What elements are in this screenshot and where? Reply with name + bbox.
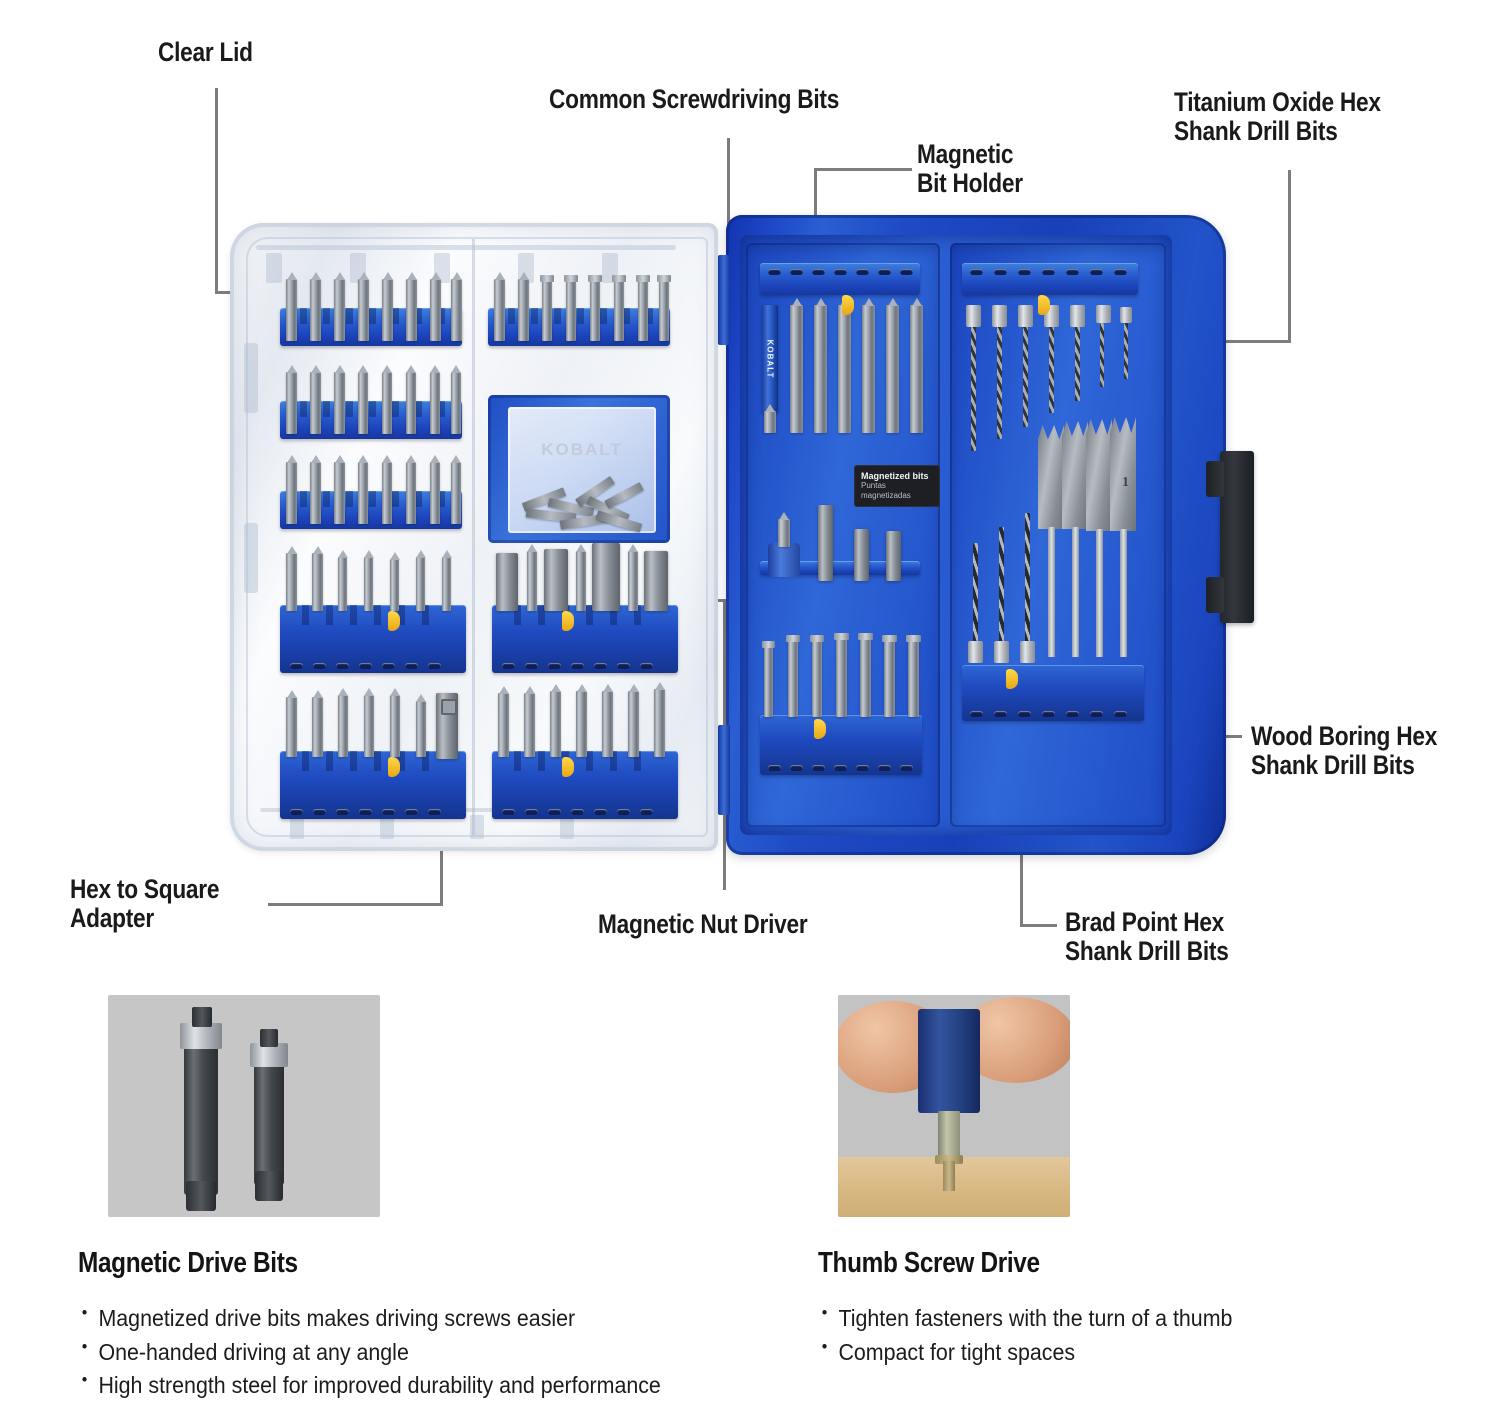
brad-point-drill-bit bbox=[999, 527, 1004, 643]
holder-rail-mid-left bbox=[760, 561, 920, 575]
feature-title-thumb-screw-drive: Thumb Screw Drive bbox=[818, 1247, 1040, 1279]
titanium-drill-bit bbox=[1049, 327, 1054, 413]
bullet-item: Magnetized drive bits makes driving scre… bbox=[78, 1301, 729, 1336]
titanium-drill-bit bbox=[971, 327, 976, 451]
yellow-tab-row4-left bbox=[388, 611, 400, 631]
yellow-tab-tray-bottom-left bbox=[814, 719, 826, 739]
magnetized-plate-sub2: magnetizadas bbox=[861, 490, 911, 500]
leader-line-brad-point-h bbox=[1020, 924, 1057, 927]
magnetic-nut-driver-3 bbox=[592, 543, 620, 611]
callout-label-wood-boring: Wood Boring Hex Shank Drill Bits bbox=[1251, 721, 1438, 781]
thumb-screw-drive-photo bbox=[838, 995, 1070, 1217]
titanium-drill-bit bbox=[1023, 327, 1028, 427]
titanium-drill-bit bbox=[997, 327, 1002, 439]
yellow-tab-tray-top-left bbox=[842, 295, 854, 315]
power-bit bbox=[886, 305, 899, 433]
titanium-drill-bit bbox=[1100, 323, 1104, 387]
compartment-window: KOBALT bbox=[508, 407, 656, 533]
feature-thumb-screw-drive: Thumb Screw Drive Tighten fasteners with… bbox=[818, 995, 1458, 1369]
product-case: KOBALT bbox=[230, 215, 1290, 855]
blue-case-tray: KOBALT Magnetized bits Puntas magnetizad… bbox=[718, 215, 1254, 855]
bit-strip-row5-left bbox=[280, 751, 466, 819]
kobalt-watermark: KOBALT bbox=[541, 439, 623, 459]
spade-size-marking: 1 bbox=[1122, 475, 1129, 490]
power-bit bbox=[838, 305, 851, 433]
yellow-tab-drill-bottom bbox=[1006, 669, 1018, 689]
magnetized-plate-title: Magnetized bits bbox=[861, 471, 929, 481]
bit-strip-row5-right bbox=[492, 751, 678, 819]
titanium-drill-bit bbox=[1124, 323, 1128, 379]
power-bit bbox=[814, 305, 827, 433]
callout-label-clear-lid: Clear Lid bbox=[158, 37, 253, 67]
drill-rail-bottom bbox=[962, 665, 1144, 721]
magnetic-nut-driver-1 bbox=[496, 553, 518, 611]
bullet-item: Tighten fasteners with the turn of a thu… bbox=[818, 1301, 1413, 1336]
callout-label-common-bits: Common Screwdriving Bits bbox=[549, 84, 840, 114]
case-latch[interactable] bbox=[1206, 451, 1254, 623]
power-bit bbox=[790, 305, 803, 433]
magnetic-nut-driver-4 bbox=[644, 551, 668, 611]
yellow-tab-row4-right bbox=[562, 611, 574, 631]
thumb-driver-body bbox=[918, 1009, 980, 1113]
leader-line-titanium-v bbox=[1288, 170, 1291, 342]
compartment-left: KOBALT Magnetized bits Puntas magnetizad… bbox=[746, 243, 940, 827]
bit-strip-row4-left bbox=[280, 605, 466, 673]
yellow-tab-row5-right bbox=[562, 757, 574, 777]
titanium-drill-bit bbox=[1075, 327, 1080, 401]
bit-strip-row3-left bbox=[280, 491, 462, 529]
kobalt-logo-text: KOBALT bbox=[765, 339, 775, 379]
bullet-item: Compact for tight spaces bbox=[818, 1335, 1413, 1370]
bit-strip-row4-right bbox=[492, 605, 678, 673]
callout-label-titanium-oxide: Titanium Oxide Hex Shank Drill Bits bbox=[1174, 87, 1381, 147]
brad-point-drill-bit bbox=[1025, 513, 1030, 643]
wood-boring-spade-bit bbox=[1062, 421, 1088, 529]
leader-line-clear-lid-v bbox=[215, 88, 218, 293]
power-bit bbox=[862, 305, 875, 433]
bit-strip-row2-left bbox=[280, 401, 462, 439]
magnetized-plate-sub1: Puntas bbox=[861, 481, 886, 491]
drill-rail-top bbox=[962, 263, 1138, 295]
bit-strip-row1-left bbox=[280, 308, 462, 346]
brad-point-drill-bit bbox=[973, 543, 978, 643]
magnetic-drive-bit-short bbox=[886, 531, 901, 581]
leader-line-bit-holder-h bbox=[814, 168, 912, 171]
wood-boring-spade-bit bbox=[1038, 425, 1064, 529]
callout-label-magnetic-bit-holder: Magnetic Bit Holder bbox=[917, 139, 1023, 199]
yellow-tab-row5-left bbox=[388, 757, 400, 777]
tray-interior: KOBALT Magnetized bits Puntas magnetizad… bbox=[740, 235, 1172, 835]
leader-line-hex-square-h bbox=[268, 903, 443, 906]
feature-magnetic-drive-bits: Magnetic Drive Bits Magnetized drive bit… bbox=[78, 995, 778, 1403]
holder-rail-bottom-left bbox=[760, 715, 922, 775]
feature-title-magnetic-drive-bits: Magnetic Drive Bits bbox=[78, 1247, 298, 1279]
leader-line-nut-driver-v2 bbox=[723, 599, 726, 701]
loose-bit-compartment: KOBALT bbox=[488, 395, 670, 543]
bullet-item: One-handed driving at any angle bbox=[78, 1335, 729, 1370]
magnetic-nut-driver-2 bbox=[544, 549, 568, 611]
feature-bullets-magnetic-drive-bits: Magnetized drive bits makes driving scre… bbox=[78, 1301, 778, 1403]
power-bit bbox=[910, 305, 923, 433]
bit-strip-row1-right bbox=[488, 308, 670, 346]
clear-lid-panel: KOBALT bbox=[230, 223, 718, 851]
wood-boring-spade-bit bbox=[1086, 419, 1112, 531]
callout-label-magnetic-nut-driver: Magnetic Nut Driver bbox=[598, 909, 808, 939]
leader-line-brad-point-v bbox=[1020, 786, 1023, 926]
compartment-right: 1 bbox=[950, 243, 1166, 827]
wood-boring-spade-bit bbox=[1110, 417, 1136, 531]
holder-rail-top-left bbox=[760, 263, 920, 295]
callout-label-brad-point: Brad Point Hex Shank Drill Bits bbox=[1065, 907, 1229, 967]
magnetic-bit-holder: KOBALT bbox=[762, 305, 778, 413]
feature-bullets-thumb-screw-drive: Tighten fasteners with the turn of a thu… bbox=[818, 1301, 1458, 1370]
magnetized-bits-plate: Magnetized bits Puntas magnetizadas bbox=[854, 465, 940, 507]
magnetic-drive-bit-tall bbox=[818, 505, 833, 581]
hex-to-square-adapter bbox=[436, 693, 458, 759]
yellow-tab-drill-top bbox=[1038, 295, 1050, 315]
bullet-item: High strength steel for improved durabil… bbox=[78, 1368, 729, 1403]
leader-line-common-bits-v bbox=[727, 138, 730, 302]
callout-label-hex-to-square: Hex to Square Adapter bbox=[70, 874, 220, 934]
magnetic-drive-bits-photo bbox=[108, 995, 380, 1217]
magnetic-drive-bit-mid bbox=[854, 529, 869, 581]
